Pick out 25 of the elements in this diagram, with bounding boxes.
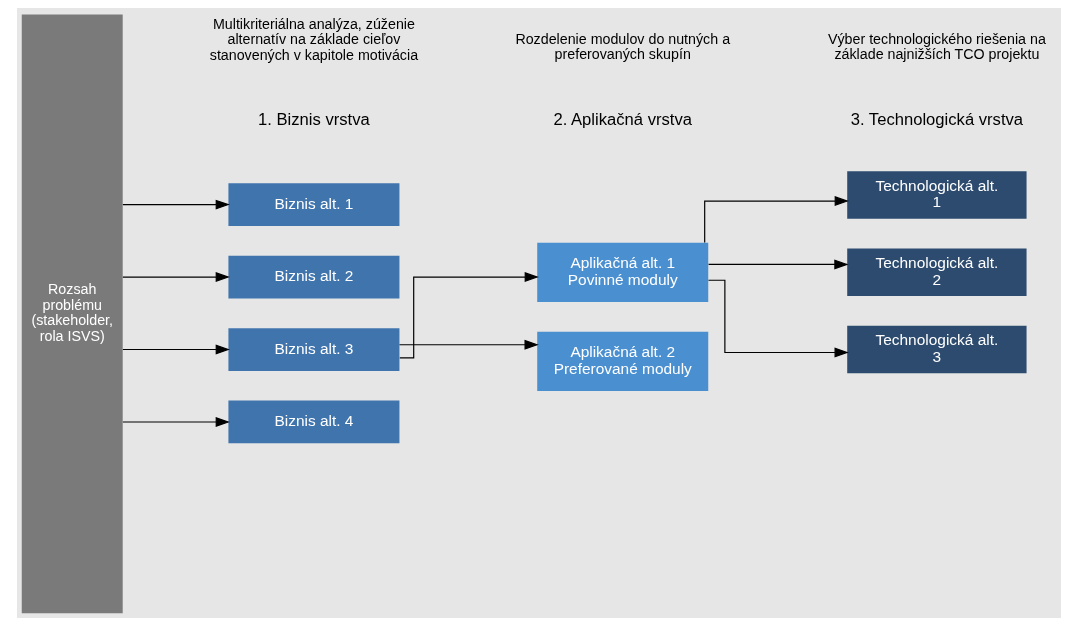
label: 1. Biznis vrstva <box>257 109 370 129</box>
node-box: Biznis alt. 1 <box>227 183 399 226</box>
label: Výber technologického riešenia na základe najnižších TCO projektu <box>827 30 1046 63</box>
label: 2. Aplikačná vrstva <box>552 109 692 129</box>
node-box: Biznis alt. 2 <box>227 255 399 299</box>
node-box: Technologická alt. 3 <box>846 325 1027 374</box>
arrow <box>121 417 230 427</box>
node-box: Biznis alt. 4 <box>227 400 399 444</box>
label: Multikriteriálna analýza, zúženie alternatív na základe cieľov stanovených v kapitole motivácia <box>209 15 418 63</box>
arrow <box>121 272 230 283</box>
arrow <box>398 272 539 359</box>
node-box: Rozsah problému (stakeholder, rola ISVS) <box>21 14 123 614</box>
label: 3. Technologická vrstva <box>850 109 1023 129</box>
node-box: Biznis alt. 3 <box>227 328 399 371</box>
arrow <box>707 279 849 358</box>
arrow <box>121 199 230 210</box>
node-box: Technologická alt. 1 <box>846 171 1027 219</box>
label: Rozdelenie modulov do nutných a preferovaných skupín <box>514 30 730 63</box>
arrow <box>121 344 230 355</box>
node-box: Aplikačná alt. 1 Povinné moduly <box>536 242 708 302</box>
arrow <box>707 259 849 270</box>
node-box: Technologická alt. 2 <box>846 248 1027 297</box>
arrow <box>703 196 849 244</box>
arrow <box>398 339 539 350</box>
node-box: Aplikačná alt. 2 Preferované moduly <box>536 331 708 392</box>
